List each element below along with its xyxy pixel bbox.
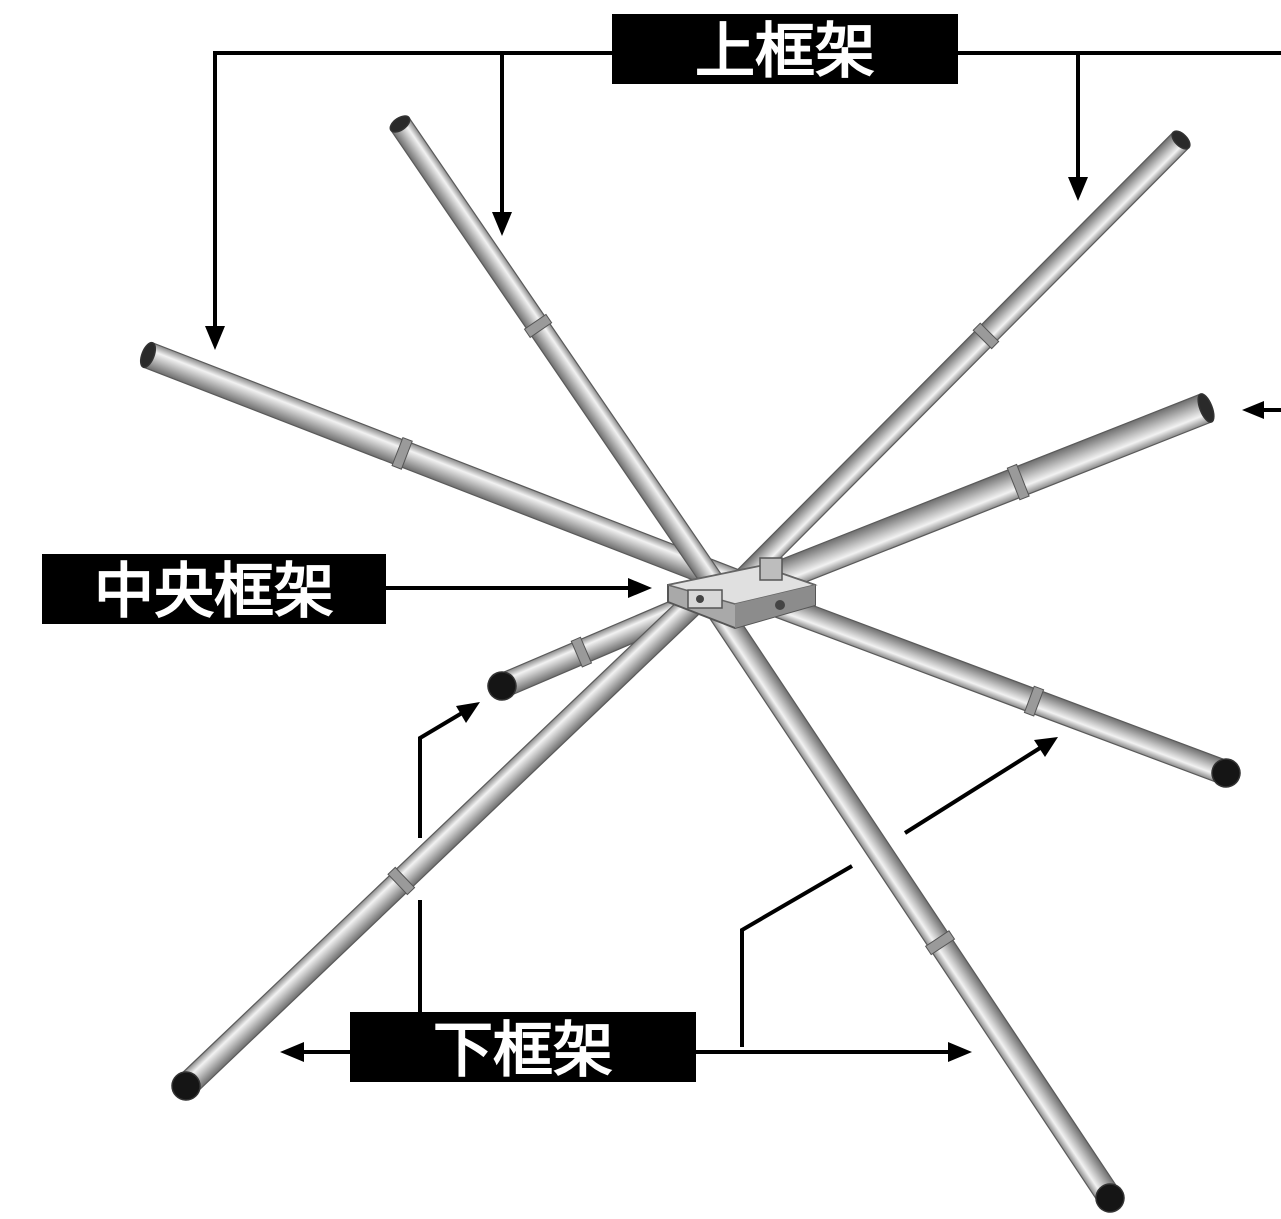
arrow-head-icon (456, 702, 480, 723)
frame-tubes (139, 115, 1241, 1213)
arrow-head-icon (628, 578, 652, 598)
tube-bottom-right (701, 592, 1125, 1213)
tube-lower-right (775, 593, 1241, 788)
top-frame-arrows (205, 51, 1281, 419)
center-frame-label: 中央框架 (42, 554, 386, 627)
bottom-frame-label: 下框架 (350, 1012, 696, 1086)
tube-upper-right (716, 130, 1191, 607)
arrow-head-icon (205, 326, 225, 350)
arrow-head-icon (1034, 737, 1058, 757)
top-frame-label: 上框架 (612, 14, 958, 87)
center-frame-arrow (386, 578, 652, 598)
arrow-head-icon (280, 1042, 304, 1062)
arrow-head-icon (492, 212, 512, 236)
center-hub (667, 557, 818, 630)
bottom-frame-arrows (280, 702, 1058, 1062)
bottom-frame-label-text: 下框架 (433, 1016, 613, 1086)
top-frame-label-text: 上框架 (695, 17, 875, 87)
arrow-head-icon (1242, 401, 1264, 419)
tube-upper-left (139, 341, 748, 598)
tube-upper-mid (389, 115, 732, 603)
arrow-head-icon (1068, 177, 1088, 201)
arrow-head-icon (948, 1042, 972, 1062)
center-frame-label-text: 中央框架 (94, 557, 334, 627)
